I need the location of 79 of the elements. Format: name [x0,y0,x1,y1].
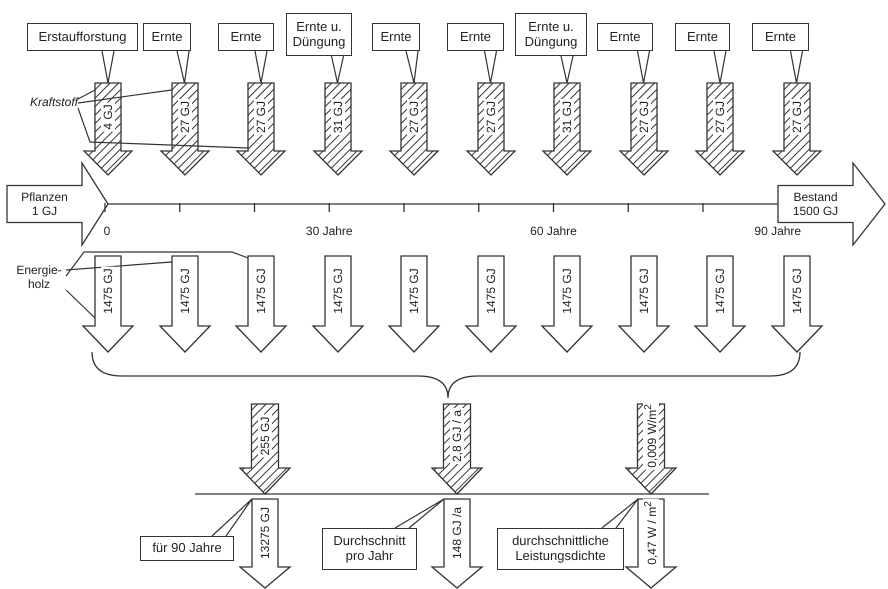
hatched-arrow [314,83,362,175]
hatched-arrow [626,404,676,494]
energy-value: 148 GJ /a [450,504,464,562]
axis-label: 60 Jahre [530,224,577,238]
hatched-arrow [466,83,514,175]
speech-bubble: Ernte u. Düngung [515,13,587,56]
outflow-shape [618,256,668,352]
energy-value: 27 GJ [178,99,192,135]
leader-label: Energie- holz [12,262,66,294]
outflow-shape [772,256,822,352]
callout-pointer [790,50,804,84]
outflow-shape [542,256,592,352]
energy-value: 27 GJ [254,99,268,135]
callout-pointer [211,498,253,537]
energy-value: 31 GJ [560,99,574,135]
outflow-shape [695,256,745,352]
energy-value: 27 GJ [790,99,804,135]
axis-label: 30 Jahre [306,224,353,238]
leader-line [66,251,248,276]
timeline-line [108,203,778,205]
callout-box: für 90 Jahre [140,536,234,561]
callout-pointer [560,55,574,84]
energy-value: 1475 GJ [560,266,574,316]
leader-line [78,89,172,104]
energy-value: 27 GJ [636,99,650,135]
energy-value: 2,8 GJ / a [450,408,464,464]
hatched-arrow [240,404,290,494]
callout-pointer [636,50,650,84]
outflow-shape [466,256,516,352]
speech-bubble: Ernte u. Düngung [286,13,352,56]
hatched-arrow [432,404,482,494]
energy-value: 1475 GJ [636,266,650,316]
energy-value: 27 GJ [407,99,421,135]
leader-line [78,89,96,100]
flow-value: Bestand 1500 GJ [792,188,840,220]
leader-label: Kraftstoff [14,94,78,111]
energy-value: 13275 GJ [258,504,272,562]
leader-line [66,290,96,318]
callout-pointer [484,50,498,84]
energy-value: 4 GJ [101,102,115,132]
hatched-arrow [160,83,208,175]
hatched-arrow [237,83,285,175]
axis-label: 0 [104,224,110,238]
energy-value: 27 GJ [713,99,727,135]
energy-value: 1475 GJ [790,266,804,316]
outflow-shape [312,256,362,352]
flow-arrow [7,163,108,245]
hatched-arrow [620,83,668,175]
leader-line [66,261,172,271]
callout-pointer [713,50,727,84]
energy-value: 1475 GJ [101,266,115,316]
hatched-arrow [543,83,591,175]
energy-value: 255 GJ [258,414,272,458]
energy-value: 31 GJ [330,99,344,135]
energy-value: 1475 GJ [254,266,268,316]
energy-value: 1475 GJ [330,266,344,316]
outflow-shape [83,256,133,352]
callout-pointer [101,50,115,84]
energy-value: 1475 GJ [713,266,727,316]
hatched-arrow [772,83,820,175]
outflow-shape [160,256,210,352]
hatched-arrow [84,83,132,175]
outflow-shape [389,256,439,352]
callout-pointer [330,55,344,84]
energy-value: 27 GJ [484,99,498,135]
energy-value: 1475 GJ [407,266,421,316]
axis-label: 90 Jahre [754,224,802,238]
callout-pointer [405,50,419,84]
energy-value: 1475 GJ [178,266,192,316]
energy-value: 1475 GJ [484,266,498,316]
outflow-shape [236,256,286,352]
hatched-arrow [696,83,744,175]
leader-line [77,108,248,149]
callout-pointer [394,498,445,529]
flow-value: Pflanzen 1 GJ [20,188,69,220]
callout-pointer [601,498,639,529]
callout-pointer [176,50,190,84]
callout-pointer [254,50,268,84]
hatched-arrow [390,83,438,175]
